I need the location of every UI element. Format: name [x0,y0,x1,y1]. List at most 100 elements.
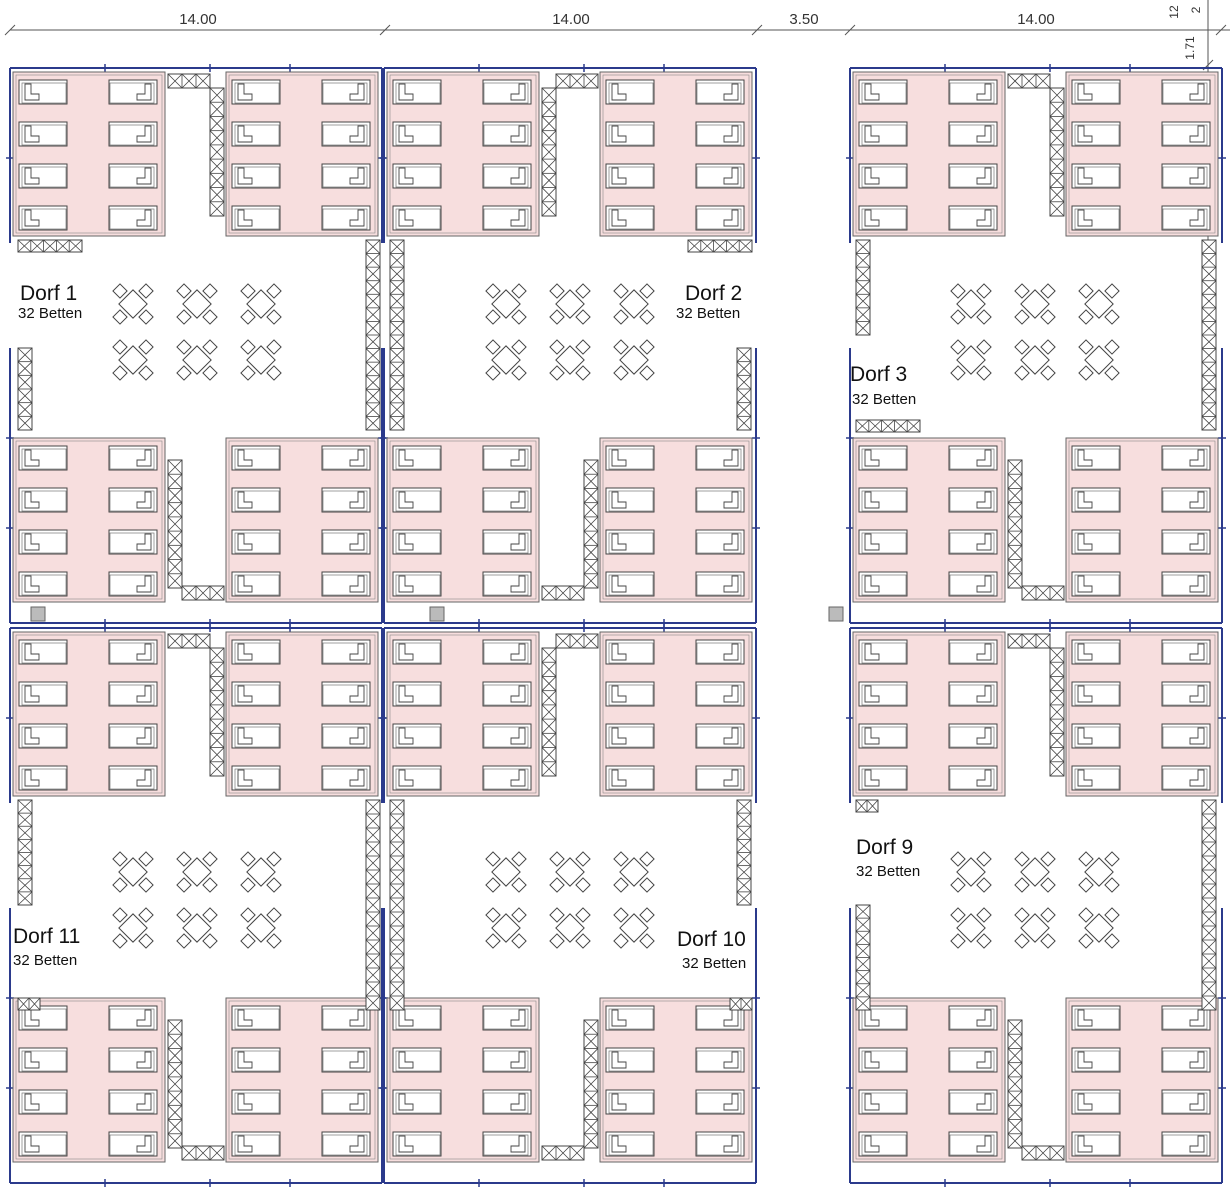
table [1014,283,1056,325]
village-label-10: Dorf 10 32 Betten [677,928,746,972]
bed [858,529,908,555]
dining-tables [112,283,282,381]
wardrobe [1049,87,1065,217]
bed [392,571,442,597]
bed [1071,1131,1121,1157]
bed [392,529,442,555]
bed [18,639,68,665]
table [613,851,655,893]
bed [1071,1005,1121,1031]
bed [1161,1089,1211,1115]
bed [392,487,442,513]
bed [1071,445,1121,471]
wardrobe [555,73,599,89]
wardrobe [17,239,83,253]
bed [231,79,281,105]
bed [605,639,655,665]
post-marker [429,606,445,622]
bed [1071,487,1121,513]
wardrobe [181,1145,225,1161]
bed [108,1089,158,1115]
dim-label-2: 14.00 [552,11,590,28]
bed [231,487,281,513]
bed [321,571,371,597]
bed-block [599,437,753,603]
bed [321,205,371,231]
wardrobe [1021,1145,1065,1161]
bed [695,1089,745,1115]
table [112,851,154,893]
bed [482,529,532,555]
village-label-11: Dorf 11 32 Betten [13,925,80,969]
bed [108,163,158,189]
bed [695,79,745,105]
dim-label-vert-1: 1.71 [1183,36,1197,60]
table [485,851,527,893]
bed-block [1065,631,1219,797]
bed [18,487,68,513]
bed [392,163,442,189]
bed [858,681,908,707]
bed-block [852,631,1006,797]
table [613,339,655,381]
bed [695,163,745,189]
table [549,907,591,949]
bed [605,1047,655,1073]
top-dimension-line: 14.00 14.00 3.50 14.00 [4,11,1230,36]
bed [605,121,655,147]
bed [1071,723,1121,749]
bed [695,681,745,707]
bed [482,163,532,189]
bed [321,445,371,471]
bed [231,1131,281,1157]
table [112,907,154,949]
bed [695,529,745,555]
bed [231,723,281,749]
bed [392,639,442,665]
bed [858,121,908,147]
bed [392,765,442,791]
bed [605,571,655,597]
dining-tables [112,851,282,949]
bed [108,639,158,665]
bed [392,205,442,231]
bed [482,205,532,231]
bed [1161,681,1211,707]
bed [605,765,655,791]
bed [695,445,745,471]
bed-block [852,997,1006,1163]
bed [1161,1047,1211,1073]
bed [858,1047,908,1073]
bed [108,121,158,147]
dim-label-4: 14.00 [1017,11,1055,28]
bed [108,571,158,597]
bed [1161,765,1211,791]
table [950,339,992,381]
bed [18,723,68,749]
wardrobe [209,647,225,777]
dim-label-3: 3.50 [789,11,818,28]
bed [605,487,655,513]
bed [1161,639,1211,665]
table [112,339,154,381]
bed [948,1131,998,1157]
bed [858,723,908,749]
bed [605,1131,655,1157]
wardrobe [17,799,33,906]
dining-tables [485,283,655,381]
bed [108,1047,158,1073]
bed [18,445,68,471]
bed [858,1131,908,1157]
bed [392,79,442,105]
bed [108,445,158,471]
bed [392,121,442,147]
bed [321,1005,371,1031]
bed [695,1047,745,1073]
bed [18,79,68,105]
wardrobe [855,904,871,1011]
dim-label-vert-2: 12 [1167,5,1181,19]
bed [858,571,908,597]
bed [695,1131,745,1157]
village-label-2: Dorf 2 32 Betten [676,282,742,322]
bed [482,445,532,471]
